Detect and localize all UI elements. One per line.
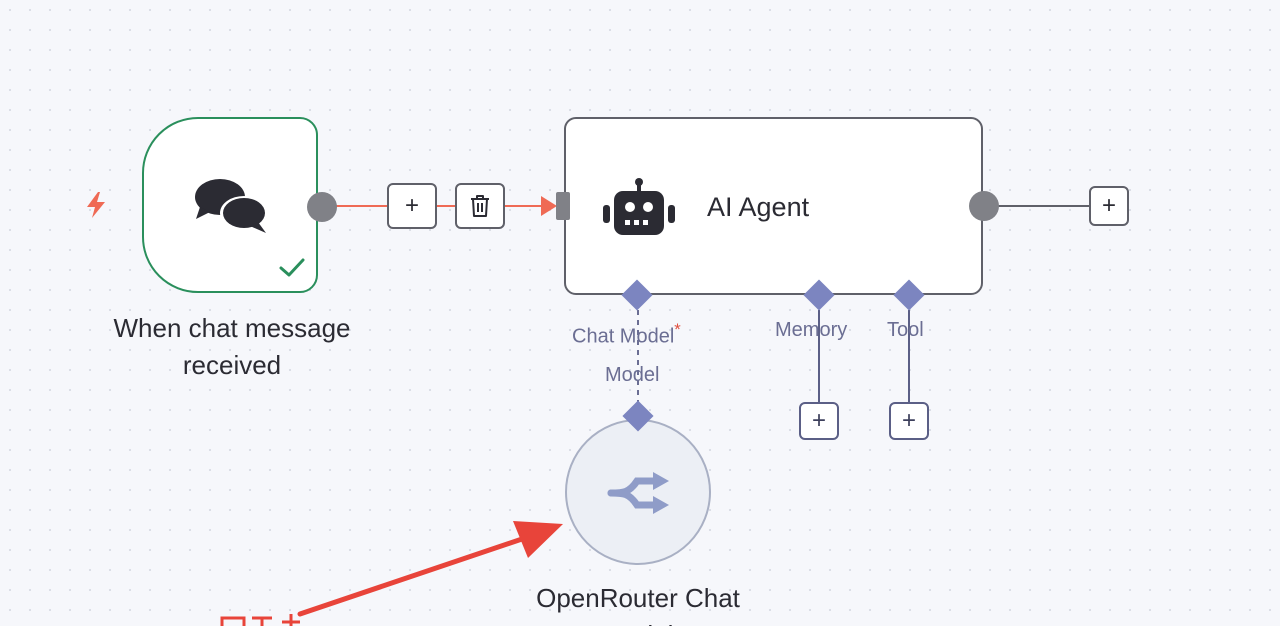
openrouter-chat-model-node[interactable] (565, 419, 711, 565)
openrouter-label-line1: OpenRouter Chat (536, 583, 740, 613)
agent-input-handle[interactable] (556, 192, 570, 220)
memory-handle-label: Memory (775, 319, 848, 341)
insert-node-button[interactable]: + (387, 183, 437, 229)
openrouter-label-line2: Model (468, 617, 808, 626)
tool-handle-label: Tool (887, 319, 924, 341)
trigger-output-handle[interactable] (307, 192, 337, 222)
ai-agent-title: AI Agent (707, 192, 810, 222)
openrouter-node-label: OpenRouter Chat Model (468, 580, 808, 626)
delete-connection-button[interactable] (455, 183, 505, 229)
annotation-arrow-head (513, 521, 563, 558)
trigger-node[interactable] (142, 117, 318, 293)
trigger-node-label: When chat message received (62, 310, 402, 384)
check-icon (279, 258, 305, 277)
openrouter-icon (607, 472, 669, 514)
trigger-label-line1: When chat message (113, 313, 351, 343)
agent-output-handle[interactable] (969, 191, 999, 221)
add-memory-button[interactable]: + (799, 402, 839, 440)
add-tool-button[interactable]: + (889, 402, 929, 440)
add-next-node-button[interactable]: + (1089, 186, 1129, 226)
chat-model-label-text: Chat Model (572, 325, 675, 348)
trigger-label-line2: received (182, 350, 282, 380)
annotation-text-fragment (282, 614, 300, 626)
chat-model-handle-label: Chat Model* (572, 318, 681, 349)
required-marker: * (674, 320, 681, 339)
chat-bubbles-icon (195, 179, 268, 233)
trash-icon (471, 195, 489, 217)
lightning-bolt-icon (87, 192, 105, 218)
connection-arrowhead (541, 196, 557, 216)
annotation-text-fragment (220, 616, 272, 626)
robot-icon (603, 178, 675, 235)
model-input-label: Model (605, 364, 660, 386)
annotation-arrow-shaft (297, 535, 528, 617)
